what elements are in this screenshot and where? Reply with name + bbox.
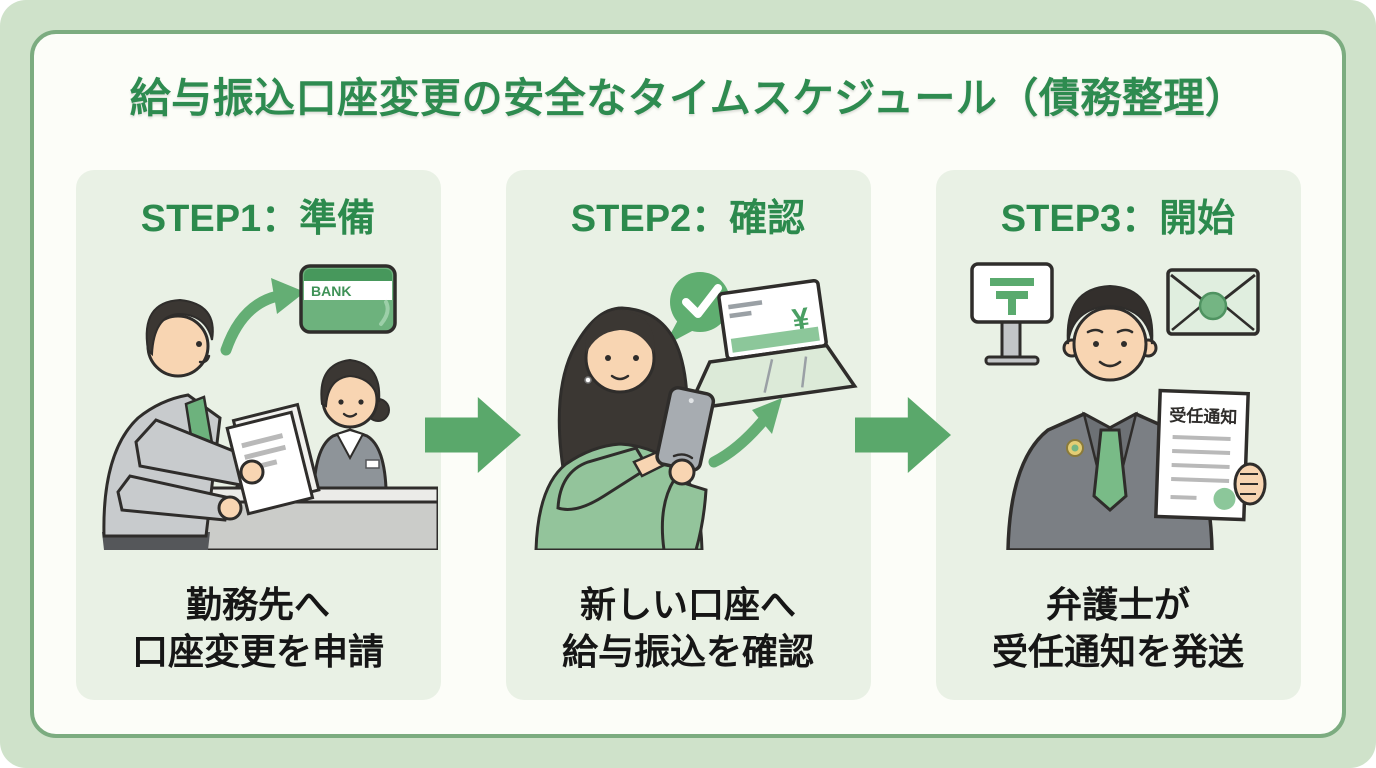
- step2-illustration: ¥: [508, 250, 868, 550]
- step1-caption-line2: 口座変更を申請: [131, 631, 384, 673]
- page-title: 給与振込口座変更の安全なタイムスケジュール（債務整理）: [129, 75, 1247, 121]
- step2-illustration-svg: ¥: [534, 272, 858, 550]
- step1-caption-line1: 勤務先へ: [185, 583, 330, 625]
- main-panel: 給与振込口座変更の安全なタイムスケジュール（債務整理） STEP1：準備: [30, 30, 1346, 738]
- step2-caption-line2: 給与振込を確認: [561, 631, 814, 673]
- curved-arrow-icon: [708, 398, 782, 468]
- envelope-icon: [1166, 268, 1260, 336]
- lawyer-badge-icon: [1066, 439, 1084, 457]
- step-card-3: STEP3：開始: [935, 170, 1301, 700]
- lawyer-hand: [1233, 462, 1267, 506]
- step1-illustration: BANK: [78, 250, 438, 550]
- bank-card-label: BANK: [311, 283, 351, 299]
- teller-figure: [312, 358, 390, 490]
- step3-illustration: 受任通知: [938, 250, 1298, 550]
- step3-heading: STEP3：開始: [1000, 198, 1236, 240]
- steps-row: STEP1：準備 BANK: [34, 170, 1342, 700]
- woman-figure: [534, 306, 716, 550]
- step1-caption: 勤務先へ 口座変更を申請: [132, 581, 384, 676]
- step3-caption-line2: 受任通知を発送: [991, 631, 1244, 673]
- step2-caption-line1: 新しい口座へ: [579, 583, 796, 625]
- step-card-2: STEP2：確認 ¥: [505, 170, 871, 700]
- yen-symbol-label: ¥: [790, 302, 811, 337]
- notice-document-icon: 受任通知: [1154, 388, 1250, 522]
- arrow-slot-1: [425, 170, 521, 700]
- notice-title-label: 受任通知: [1169, 405, 1238, 427]
- step2-caption: 新しい口座へ 給与振込を確認: [562, 581, 814, 676]
- curved-arrow-icon: [220, 278, 305, 356]
- postal-mark-icon: [990, 278, 1034, 315]
- step1-illustration-svg: BANK: [102, 264, 438, 550]
- post-sign-icon: [970, 262, 1054, 366]
- step3-caption: 弁護士が 受任通知を発送: [992, 581, 1244, 676]
- step-card-1: STEP1：準備 BANK: [75, 170, 441, 700]
- step3-illustration-svg: 受任通知: [970, 262, 1267, 550]
- employee-figure: [102, 298, 321, 550]
- step1-heading: STEP1：準備: [140, 198, 376, 240]
- bank-card-icon: BANK: [299, 264, 397, 334]
- laptop-icon: ¥: [685, 278, 858, 412]
- step2-heading: STEP2：確認: [570, 198, 806, 240]
- arrow-slot-2: [855, 170, 951, 700]
- step3-caption-line1: 弁護士が: [1045, 583, 1190, 625]
